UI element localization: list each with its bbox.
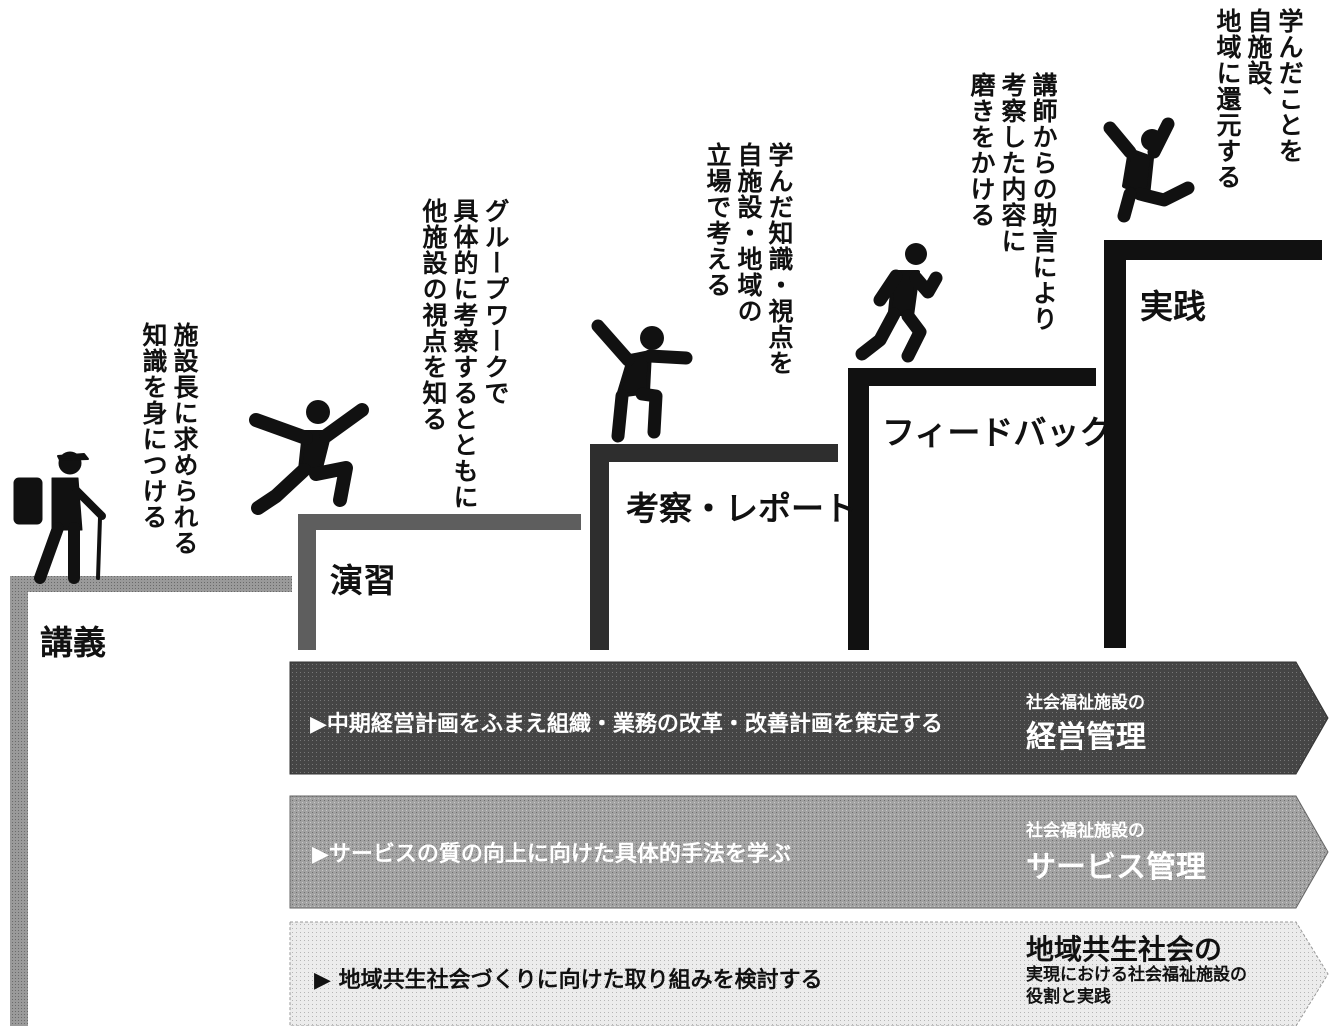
leaping-figure-icon <box>1103 117 1195 223</box>
step-label-exercise: 演習 <box>330 561 396 600</box>
step-label-lecture: 講義 <box>40 623 106 662</box>
step-2-bar <box>298 514 581 650</box>
caption-exercise: グループワークで 具体的に考察するとともに 他施設の視点を知る <box>419 198 510 510</box>
caption-practice: 学んだことを 自施設、 地域に還元する <box>1213 8 1304 190</box>
caption-feedback: 講師からの助言により 考察した内容に 磨きをかける <box>967 72 1058 332</box>
arrow-community-text: ▶ 地域共生社会づくりに向けた取り組みを検討する <box>314 968 823 993</box>
caption-lecture: 施設長に求められる 知識を身につける <box>139 322 199 556</box>
arrow-management-title: 経営管理 <box>1026 720 1146 755</box>
arrow-community-title: 地域共生社会の <box>1026 933 1223 966</box>
crouching-figure-icon <box>591 319 693 443</box>
step-label-practice: 実践 <box>1140 287 1206 326</box>
step-label-feedback: フィードバック <box>882 413 1113 452</box>
arrow-service-title: サービス管理 <box>1026 850 1206 885</box>
arrow-management <box>289 661 1329 775</box>
step-5-bar <box>1104 240 1322 648</box>
arrow-service-subtitle: 社会福祉施設の <box>1026 821 1145 841</box>
step-label-consideration: 考察・レポート <box>626 489 857 528</box>
arrow-service-text: ▶サービスの質の向上に向けた具体的手法を学ぶ <box>312 842 791 867</box>
arrow-management-text: ▶中期経営計画をふまえ組織・業務の改革・改善計画を策定する <box>310 712 943 737</box>
arrow-community-subtitle: 実現における社会福祉施設の 役割と実践 <box>1026 965 1247 1007</box>
jumping-figure-icon <box>249 400 369 515</box>
hiker-figure-icon <box>13 451 106 584</box>
arrow-management-subtitle: 社会福祉施設の <box>1026 693 1145 713</box>
arrow-service <box>289 795 1329 909</box>
step-3-bar <box>590 444 838 650</box>
caption-consideration: 学んだ知識・視点を 自施設・地域の 立場で考える <box>703 142 794 376</box>
step-4-bar <box>848 368 1096 650</box>
running-figure-icon <box>855 243 943 363</box>
arrow-community <box>289 921 1329 1026</box>
step-1-bar <box>10 576 292 1026</box>
